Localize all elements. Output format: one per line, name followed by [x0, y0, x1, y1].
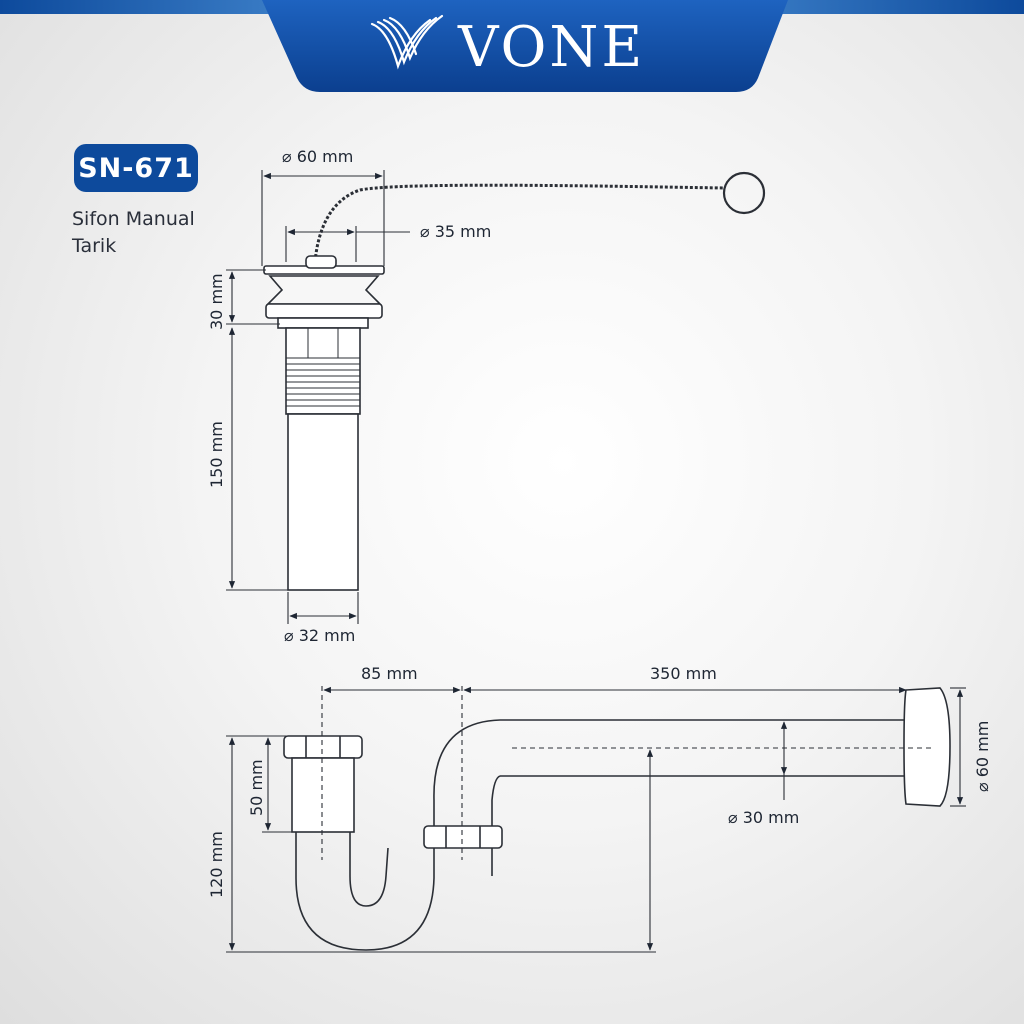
drain-drawing: [263, 171, 766, 591]
dim-drain-pipe-diameter: ⌀ 32 mm: [284, 626, 355, 645]
brand-header: VONE: [0, 0, 1024, 92]
dim-drain-head-height: 30 mm: [207, 273, 226, 330]
dim-drain-top-diameter: ⌀ 60 mm: [282, 147, 353, 166]
brand-logo-text: VONE: [457, 15, 645, 80]
dim-trap-pipe-diameter: ⌀ 30 mm: [728, 808, 799, 827]
product-code-badge: SN-671: [74, 144, 198, 192]
trap-dimension-labels: 85 mm 350 mm 50 mm 120 mm ⌀ 30 mm ⌀ 60 m…: [207, 664, 992, 898]
product-name-line2: Tarik: [72, 235, 117, 257]
chain: [313, 183, 725, 263]
product-name-line1: Sifon Manual: [72, 208, 195, 230]
drain-dimension-labels: ⌀ 60 mm ⌀ 35 mm 30 mm 150 mm ⌀ 32 mm: [207, 147, 491, 645]
drain-dimension-lines: [226, 170, 410, 624]
dim-trap-height: 120 mm: [207, 831, 226, 898]
dim-drain-tail-length: 150 mm: [207, 421, 226, 488]
dim-trap-inlet-offset: 85 mm: [361, 664, 418, 683]
trap-drawing: [283, 687, 951, 951]
vone-logo-icon: [370, 14, 444, 70]
dim-trap-flange-diameter: ⌀ 60 mm: [973, 721, 992, 792]
product-name: Sifon Manual Tarik: [72, 206, 242, 260]
dim-trap-outlet-length: 350 mm: [650, 664, 717, 683]
trap-dimension-lines: [226, 686, 966, 953]
chain-ring: [722, 171, 766, 215]
dim-drain-stopper-diameter: ⌀ 35 mm: [420, 222, 491, 241]
wall-flange: [903, 687, 951, 807]
dim-trap-nut-height: 50 mm: [247, 759, 266, 816]
